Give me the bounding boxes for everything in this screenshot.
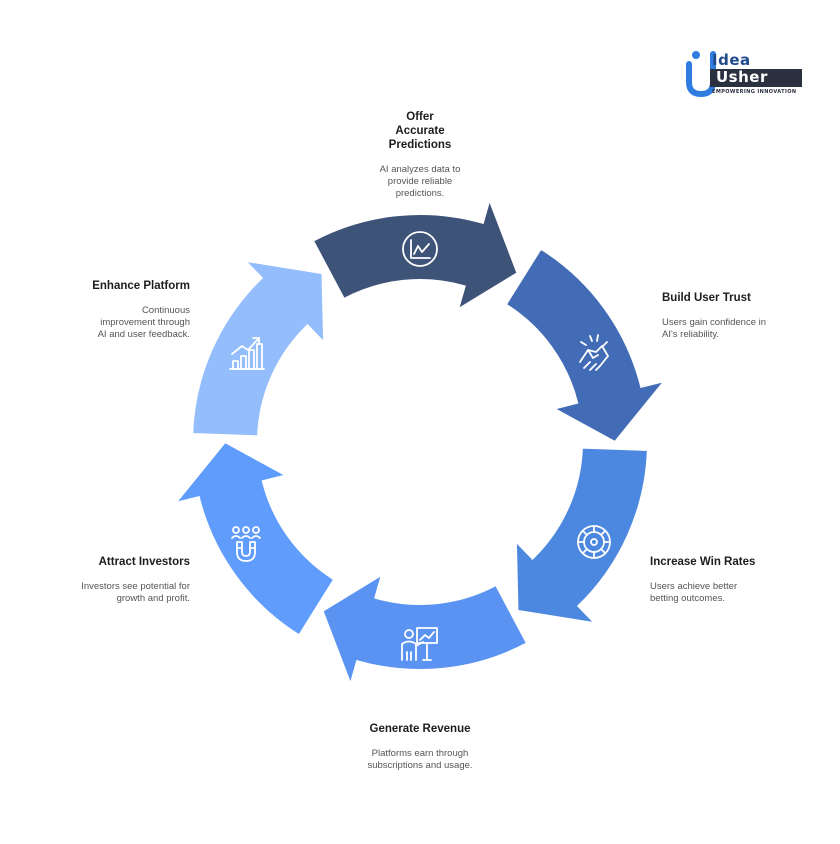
line-chart-icon	[402, 231, 438, 267]
step-enhance-platform: Enhance Platform Continuous improvement …	[60, 279, 190, 341]
step-description: Users gain confidence in AI's reliabilit…	[662, 317, 767, 340]
step-build-user-trust: Build User Trust Users gain confidence i…	[662, 291, 782, 341]
step-generate-revenue: Generate Revenue Platforms earn through …	[355, 722, 485, 772]
brand-logo: Idea Usher EMPOWERING INNOVATION	[686, 48, 806, 98]
step-attract-investors: Attract Investors Investors see potentia…	[70, 555, 190, 605]
step-title: Generate Revenue	[369, 723, 471, 735]
step-description: AI analyzes data to provide reliable pre…	[379, 164, 461, 199]
brand-tagline: EMPOWERING INNOVATION	[712, 89, 797, 95]
roulette-wheel-icon	[577, 525, 611, 559]
step-description: Investors see potential for growth and p…	[81, 581, 190, 604]
growth-bars-icon	[229, 337, 265, 370]
step-title: Attract Investors	[98, 556, 190, 568]
handshake-icon	[579, 334, 609, 371]
magnet-people-icon	[231, 526, 261, 562]
presenter-chart-icon	[401, 627, 438, 661]
step-title: Build User Trust	[662, 292, 751, 304]
step-description: Platforms earn through subscriptions and…	[367, 748, 473, 771]
step-title: Offer Accurate Predictions	[388, 111, 452, 151]
brand-word-1: Idea	[712, 51, 751, 69]
step-description: Users achieve better betting outcomes.	[650, 581, 738, 604]
segment-generate-revenue	[321, 572, 529, 688]
segment-attract-investors	[172, 440, 336, 637]
segment-enhance-platform	[191, 259, 326, 438]
brand-word-2-box	[710, 69, 802, 87]
segment-increase-win-rates	[514, 446, 649, 625]
step-description: Continuous improvement through AI and us…	[97, 305, 190, 340]
step-title: Enhance Platform	[92, 280, 190, 292]
step-title: Increase Win Rates	[650, 556, 756, 568]
brand-word-2: Usher	[716, 68, 768, 86]
step-increase-win-rates: Increase Win Rates Users achieve better …	[650, 555, 770, 605]
segment-offer-accurate-predictions	[311, 196, 519, 312]
step-offer-accurate-predictions: Offer Accurate Predictions AI analyzes d…	[360, 110, 480, 200]
